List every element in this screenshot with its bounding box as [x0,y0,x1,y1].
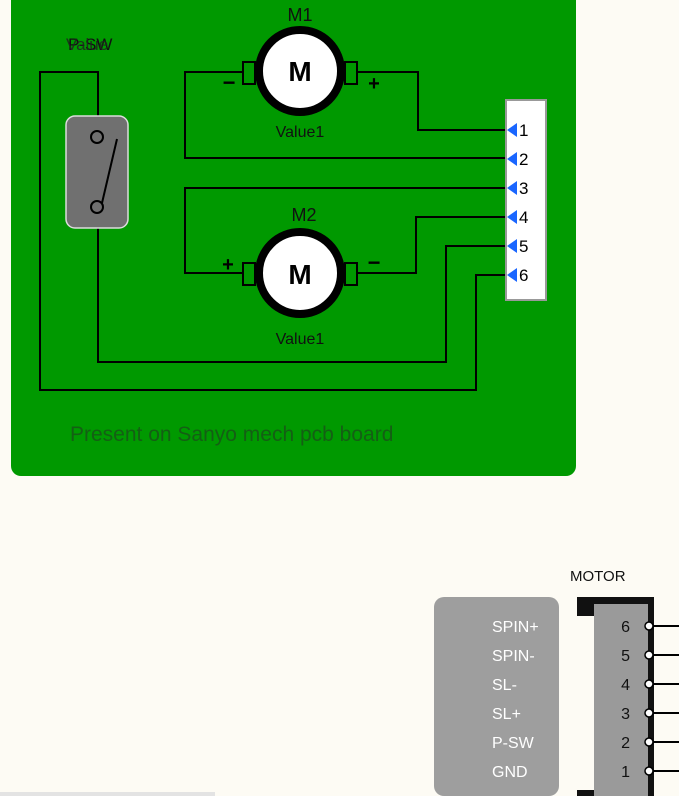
board-note: Present on Sanyo mech pcb board [70,423,393,446]
motor-header-signal-4: SL+ [492,706,521,723]
pressure-switch-body [65,115,129,229]
motor-header-pin-number-6: 6 [621,619,630,636]
connector-pin-label-5: 5 [519,237,528,256]
connector-pin-arrow-3 [507,181,517,195]
motor-header-pin-terminal-1 [644,766,654,776]
connector-pin-label-1: 1 [519,121,528,140]
motor-m2-minus: − [368,250,381,275]
motor-m1-value: Value1 [276,124,325,141]
motor-header-pin-terminal-2 [644,737,654,747]
motor-header-pin-terminal-4 [644,679,654,689]
motor-m1-ref: M1 [287,5,312,25]
connector-pin-arrow-5 [507,239,517,253]
motor-header-signal-2: SPIN- [492,648,535,665]
motor-m1-minus: − [223,70,236,95]
motor-header-title: MOTOR [570,568,626,585]
motor-header-pin-number-1: 1 [621,764,630,781]
connector-pin-label-4: 4 [519,208,528,227]
connector-pin-arrow-4 [507,210,517,224]
motor-m1-symbol: M [288,56,311,87]
motor-header-signal-3: SL- [492,677,517,694]
motor-m1: M [242,26,358,116]
motor-header-pin-number-4: 4 [621,677,630,694]
motor-header-pin-terminal-5 [644,650,654,660]
motor-m2-value: Value1 [276,331,325,348]
motor-header-body [594,604,648,796]
motor-m2-symbol: M [288,259,311,290]
motor-header-pin-terminal-6 [644,621,654,631]
switch-value-label: Value [66,35,108,54]
connector-pin-label-6: 6 [519,266,528,285]
motor-header-pin-number-2: 2 [621,735,630,752]
motor-header-pin-number-3: 3 [621,706,630,723]
connector-pin-arrow-1 [507,123,517,137]
connector-pin-label-3: 3 [519,179,528,198]
switch-ref-label: P-SW [68,35,112,54]
motor-m1-plus: + [368,73,380,95]
motor-header-signal-5: P-SW [492,735,535,752]
motor-m2-ref: M2 [291,205,316,225]
motor-header-signal-6: GND [492,764,528,781]
board-wiring [39,71,508,391]
motor-header-pin-terminal-3 [644,708,654,718]
motor-header-label-panel [434,597,559,796]
horizontal-scrollbar[interactable] [0,792,215,796]
motor-header-pin-number-5: 5 [621,648,630,665]
motor-m2: M [242,228,358,318]
connector-pin-arrow-2 [507,152,517,166]
board-connector-pins: 1 2 3 4 5 6 [507,121,528,285]
motor-m2-plus: + [222,254,234,276]
connector-pin-arrow-6 [507,268,517,282]
connector-pin-label-2: 2 [519,150,528,169]
motor-header-signal-1: SPIN+ [492,619,539,636]
pressure-switch-symbol [90,130,118,214]
